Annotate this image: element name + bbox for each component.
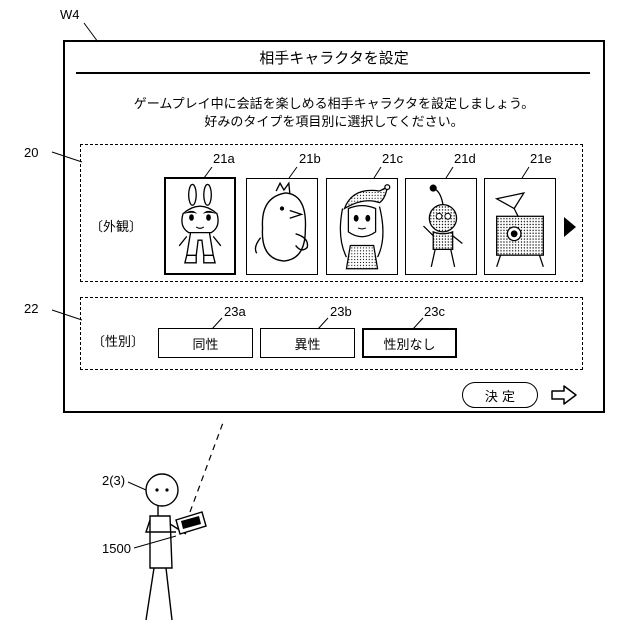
character-card-chick[interactable] [246, 178, 318, 275]
title-divider [76, 72, 590, 74]
device-ref-label: 1500 [102, 542, 131, 555]
user-ref-label: 2(3) [102, 474, 125, 487]
user-head [146, 474, 178, 506]
instruction-line-2: 好みのタイプを項目別に選択してください。 [63, 114, 605, 132]
character-ref-label: 21b [299, 152, 321, 165]
character-ref-label: 21a [213, 152, 235, 165]
gender-option-ref-label: 23c [424, 305, 445, 318]
character-card-antenna-alien[interactable] [405, 178, 477, 275]
gender-row-label: 〔性別〕 [92, 335, 144, 351]
instruction-line-1: ゲームプレイ中に会話を楽しめる相手キャラクタを設定しましょう。 [63, 96, 605, 114]
jester-girl-character-icon [327, 179, 397, 274]
gender-option-none[interactable]: 性別なし [362, 328, 457, 358]
character-card-jester-girl[interactable] [326, 178, 398, 275]
antenna-alien-character-icon [406, 179, 476, 274]
user-legs [146, 568, 172, 620]
gender-option-opposite[interactable]: 異性 [260, 328, 355, 358]
device-ref-leader [134, 536, 176, 548]
character-ref-label: 21c [382, 152, 403, 165]
panel-title: 相手キャラクタを設定 [63, 48, 605, 68]
gender-option-ref-label: 23a [224, 305, 246, 318]
user-torso [150, 516, 172, 568]
appearance-row-label: 〔外観〕 [90, 220, 142, 236]
projection-line [190, 420, 224, 512]
appearance-section-ref-label: 20 [24, 146, 38, 159]
window-ref-label: W4 [60, 8, 80, 21]
tv-robot-character-icon [485, 179, 555, 274]
confirm-button[interactable]: 決 定 [462, 382, 538, 408]
user-ref-leader [128, 482, 146, 490]
character-ref-label: 21e [530, 152, 552, 165]
gender-section-ref-label: 22 [24, 302, 38, 315]
chick-character-icon [247, 179, 317, 274]
arrow-right-icon[interactable] [550, 384, 578, 406]
character-card-rabbit[interactable] [164, 177, 236, 275]
rabbit-character-icon [166, 179, 234, 273]
character-ref-label: 21d [454, 152, 476, 165]
gender-option-ref-label: 23b [330, 305, 352, 318]
triangle-right-icon[interactable] [563, 216, 577, 238]
handheld-device [176, 512, 206, 534]
gender-option-same[interactable]: 同性 [158, 328, 253, 358]
character-card-tv-robot[interactable] [484, 178, 556, 275]
user-figure [146, 474, 186, 620]
